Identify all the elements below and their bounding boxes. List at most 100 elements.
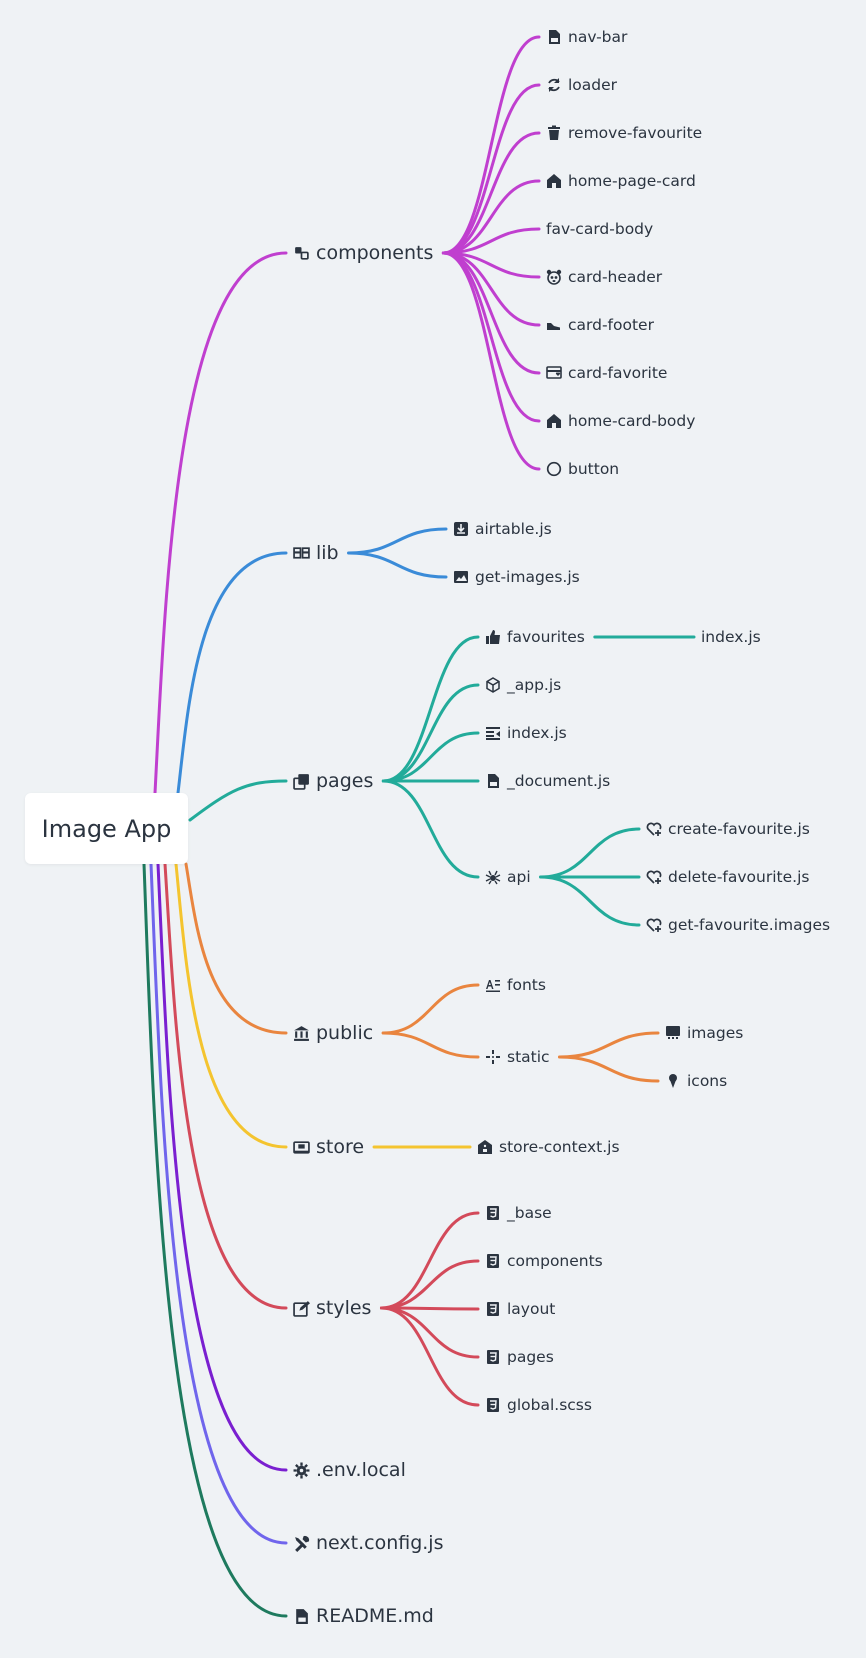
link-components-fav-card-body xyxy=(441,227,541,255)
file-txt-icon xyxy=(293,1608,310,1625)
node-label: components xyxy=(316,242,434,264)
link-styles-styles-components xyxy=(379,1259,480,1310)
node-store-context[interactable]: store-context.js xyxy=(477,1138,620,1156)
node-fav-card-body[interactable]: fav-card-body xyxy=(546,220,653,238)
node-card-favorite[interactable]: card-favorite xyxy=(546,364,667,382)
node-label: fav-card-body xyxy=(546,220,654,238)
file-js-icon xyxy=(485,773,501,789)
cubes-icon xyxy=(293,245,310,262)
node-api[interactable]: api xyxy=(485,868,531,886)
bank-icon xyxy=(293,1025,310,1042)
home-icon xyxy=(546,413,562,429)
node-label: api xyxy=(507,868,531,886)
link-components-remove-favourite xyxy=(441,131,541,255)
link-api-create-fav xyxy=(539,827,641,879)
node-env[interactable]: .env.local xyxy=(293,1459,406,1481)
edit-icon xyxy=(293,1300,310,1317)
node-label: get-images.js xyxy=(475,568,580,586)
shoe-icon xyxy=(546,317,562,333)
link-root-readme xyxy=(142,862,288,1618)
node-icons[interactable]: icons xyxy=(665,1072,727,1090)
file-js-icon xyxy=(546,29,562,45)
node-remove-favourite[interactable]: remove-favourite xyxy=(546,124,702,142)
link-lib-airtable xyxy=(347,527,448,555)
node-card-footer[interactable]: card-footer xyxy=(546,316,654,334)
node-document-js[interactable]: _document.js xyxy=(485,772,610,790)
node-label: create-favourite.js xyxy=(668,820,810,838)
node-readme[interactable]: README.md xyxy=(293,1605,434,1627)
node-global[interactable]: global.scss xyxy=(485,1396,592,1414)
node-label: images xyxy=(687,1024,744,1042)
pages-icon xyxy=(293,773,310,790)
node-create-fav[interactable]: create-favourite.js xyxy=(646,820,810,838)
css3-icon xyxy=(485,1349,501,1365)
link-root-pages xyxy=(188,779,288,822)
node-pages[interactable]: pages xyxy=(293,770,373,792)
link-styles-styles-pages xyxy=(379,1306,480,1359)
node-label: fonts xyxy=(507,976,546,994)
node-components[interactable]: components xyxy=(293,242,433,264)
node-lib[interactable]: lib xyxy=(293,542,339,564)
node-nav-bar[interactable]: nav-bar xyxy=(546,28,627,46)
node-button[interactable]: button xyxy=(546,460,619,478)
node-app-js[interactable]: _app.js xyxy=(485,676,561,694)
node-base[interactable]: _base xyxy=(485,1204,552,1222)
link-root-env xyxy=(156,862,288,1472)
node-fonts[interactable]: fonts xyxy=(485,976,546,994)
root-node-label: Image App xyxy=(41,814,172,843)
node-fav-index[interactable]: index.js xyxy=(701,628,761,646)
node-styles-components[interactable]: components xyxy=(485,1252,603,1270)
link-api-get-fav xyxy=(539,875,641,927)
node-home-card-body[interactable]: home-card-body xyxy=(546,412,695,430)
node-label: components xyxy=(507,1252,603,1270)
root-node[interactable]: Image App xyxy=(25,793,188,864)
list-indent-icon xyxy=(485,725,501,741)
node-label: global.scss xyxy=(507,1396,592,1414)
link-components-loader xyxy=(441,83,541,255)
node-styles[interactable]: styles xyxy=(293,1297,371,1319)
heart-plus-icon xyxy=(646,869,662,885)
link-root-styles xyxy=(163,862,288,1310)
node-home-page-card[interactable]: home-page-card xyxy=(546,172,696,190)
node-label: pages xyxy=(316,770,374,792)
node-delete-fav[interactable]: delete-favourite.js xyxy=(646,868,809,886)
node-get-fav[interactable]: get-favourite.images xyxy=(646,916,830,934)
link-components-button xyxy=(441,251,541,471)
node-next[interactable]: next.config.js xyxy=(293,1532,444,1554)
node-label: .env.local xyxy=(316,1459,406,1481)
node-loader[interactable]: loader xyxy=(546,76,617,94)
node-static[interactable]: static xyxy=(485,1048,550,1066)
node-label: index.js xyxy=(507,724,567,742)
panda-icon xyxy=(546,269,562,285)
node-label: loader xyxy=(568,76,618,94)
link-root-next xyxy=(149,862,288,1545)
node-card-header[interactable]: card-header xyxy=(546,268,662,286)
node-layout[interactable]: layout xyxy=(485,1300,555,1318)
link-lib-get-images xyxy=(347,551,448,579)
node-styles-pages[interactable]: pages xyxy=(485,1348,554,1366)
node-get-images[interactable]: get-images.js xyxy=(453,568,580,586)
node-store[interactable]: store xyxy=(293,1136,364,1158)
node-label: card-footer xyxy=(568,316,654,334)
node-images[interactable]: images xyxy=(665,1024,743,1042)
link-public-static xyxy=(381,1031,480,1059)
image-icon xyxy=(453,569,469,585)
thumbs-up-icon xyxy=(485,629,501,645)
link-pages-app-js xyxy=(381,683,480,783)
link-root-public xyxy=(184,862,288,1035)
node-label: _base xyxy=(507,1204,552,1222)
node-airtable[interactable]: airtable.js xyxy=(453,520,552,538)
link-root-store xyxy=(174,862,288,1149)
node-label: card-header xyxy=(568,268,663,286)
node-public[interactable]: public xyxy=(293,1022,373,1044)
heart-plus-icon xyxy=(646,917,662,933)
node-label: _app.js xyxy=(507,676,562,694)
font-icon xyxy=(485,977,501,993)
node-label: icons xyxy=(687,1072,728,1090)
node-label: delete-favourite.js xyxy=(668,868,810,886)
node-label: layout xyxy=(507,1300,556,1318)
node-favourites[interactable]: favourites xyxy=(485,628,585,646)
node-pages-index[interactable]: index.js xyxy=(485,724,567,742)
node-label: public xyxy=(316,1022,374,1044)
